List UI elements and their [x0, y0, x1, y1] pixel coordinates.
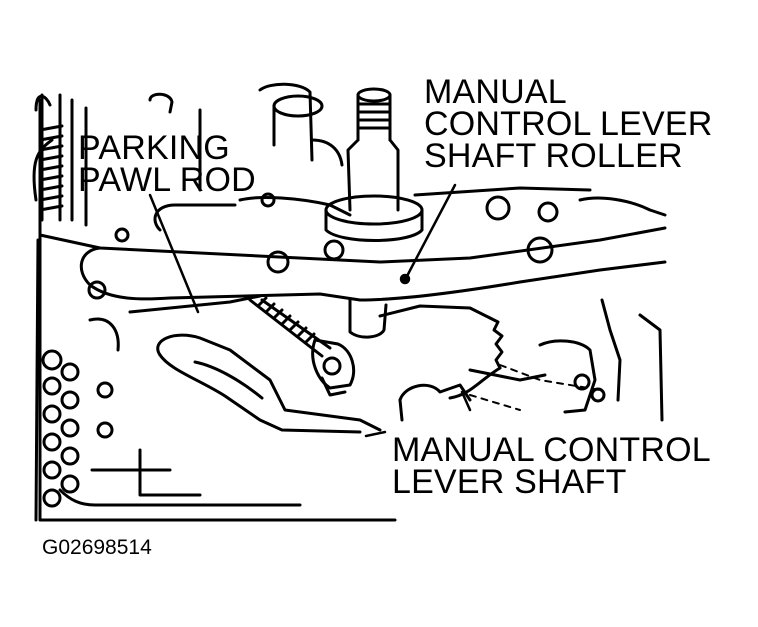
label-line: MANUAL [424, 73, 567, 111]
label-line: MANUAL CONTROL [392, 431, 711, 469]
figure-id: G02698514 [42, 536, 152, 559]
label-line: SHAFT ROLLER [424, 137, 683, 175]
manual-lever-arm [90, 333, 382, 497]
right-assembly [398, 298, 664, 422]
leader-lever-shaft [364, 390, 472, 438]
label-line: PARKING [78, 129, 230, 167]
parking-pawl-rod [248, 296, 355, 397]
hidden-lines [469, 364, 601, 411]
left-spring [38, 93, 88, 227]
valve-body-holes [41, 317, 120, 508]
label-parking-pawl-rod: PARKING PAWL ROD [78, 129, 256, 199]
lever-shaft [324, 87, 424, 242]
label-line: CONTROL LEVER [424, 105, 713, 143]
top-bosses [148, 82, 344, 192]
leader-lever-shaft-roller [404, 183, 457, 280]
label-manual-control-lever-shaft: MANUAL CONTROL LEVER SHAFT [392, 431, 711, 501]
label-line: PAWL ROD [78, 161, 256, 199]
roller-callout-dot [399, 273, 411, 285]
leader-lines [148, 183, 472, 438]
label-line: LEVER SHAFT [392, 463, 627, 501]
detent-plate [128, 294, 504, 400]
bracket-plate [38, 186, 667, 302]
left-housing [32, 94, 397, 522]
label-manual-control-lever-shaft-roller: MANUAL CONTROL LEVER SHAFT ROLLER [424, 73, 713, 175]
leader-parking-pawl-rod [148, 193, 200, 314]
